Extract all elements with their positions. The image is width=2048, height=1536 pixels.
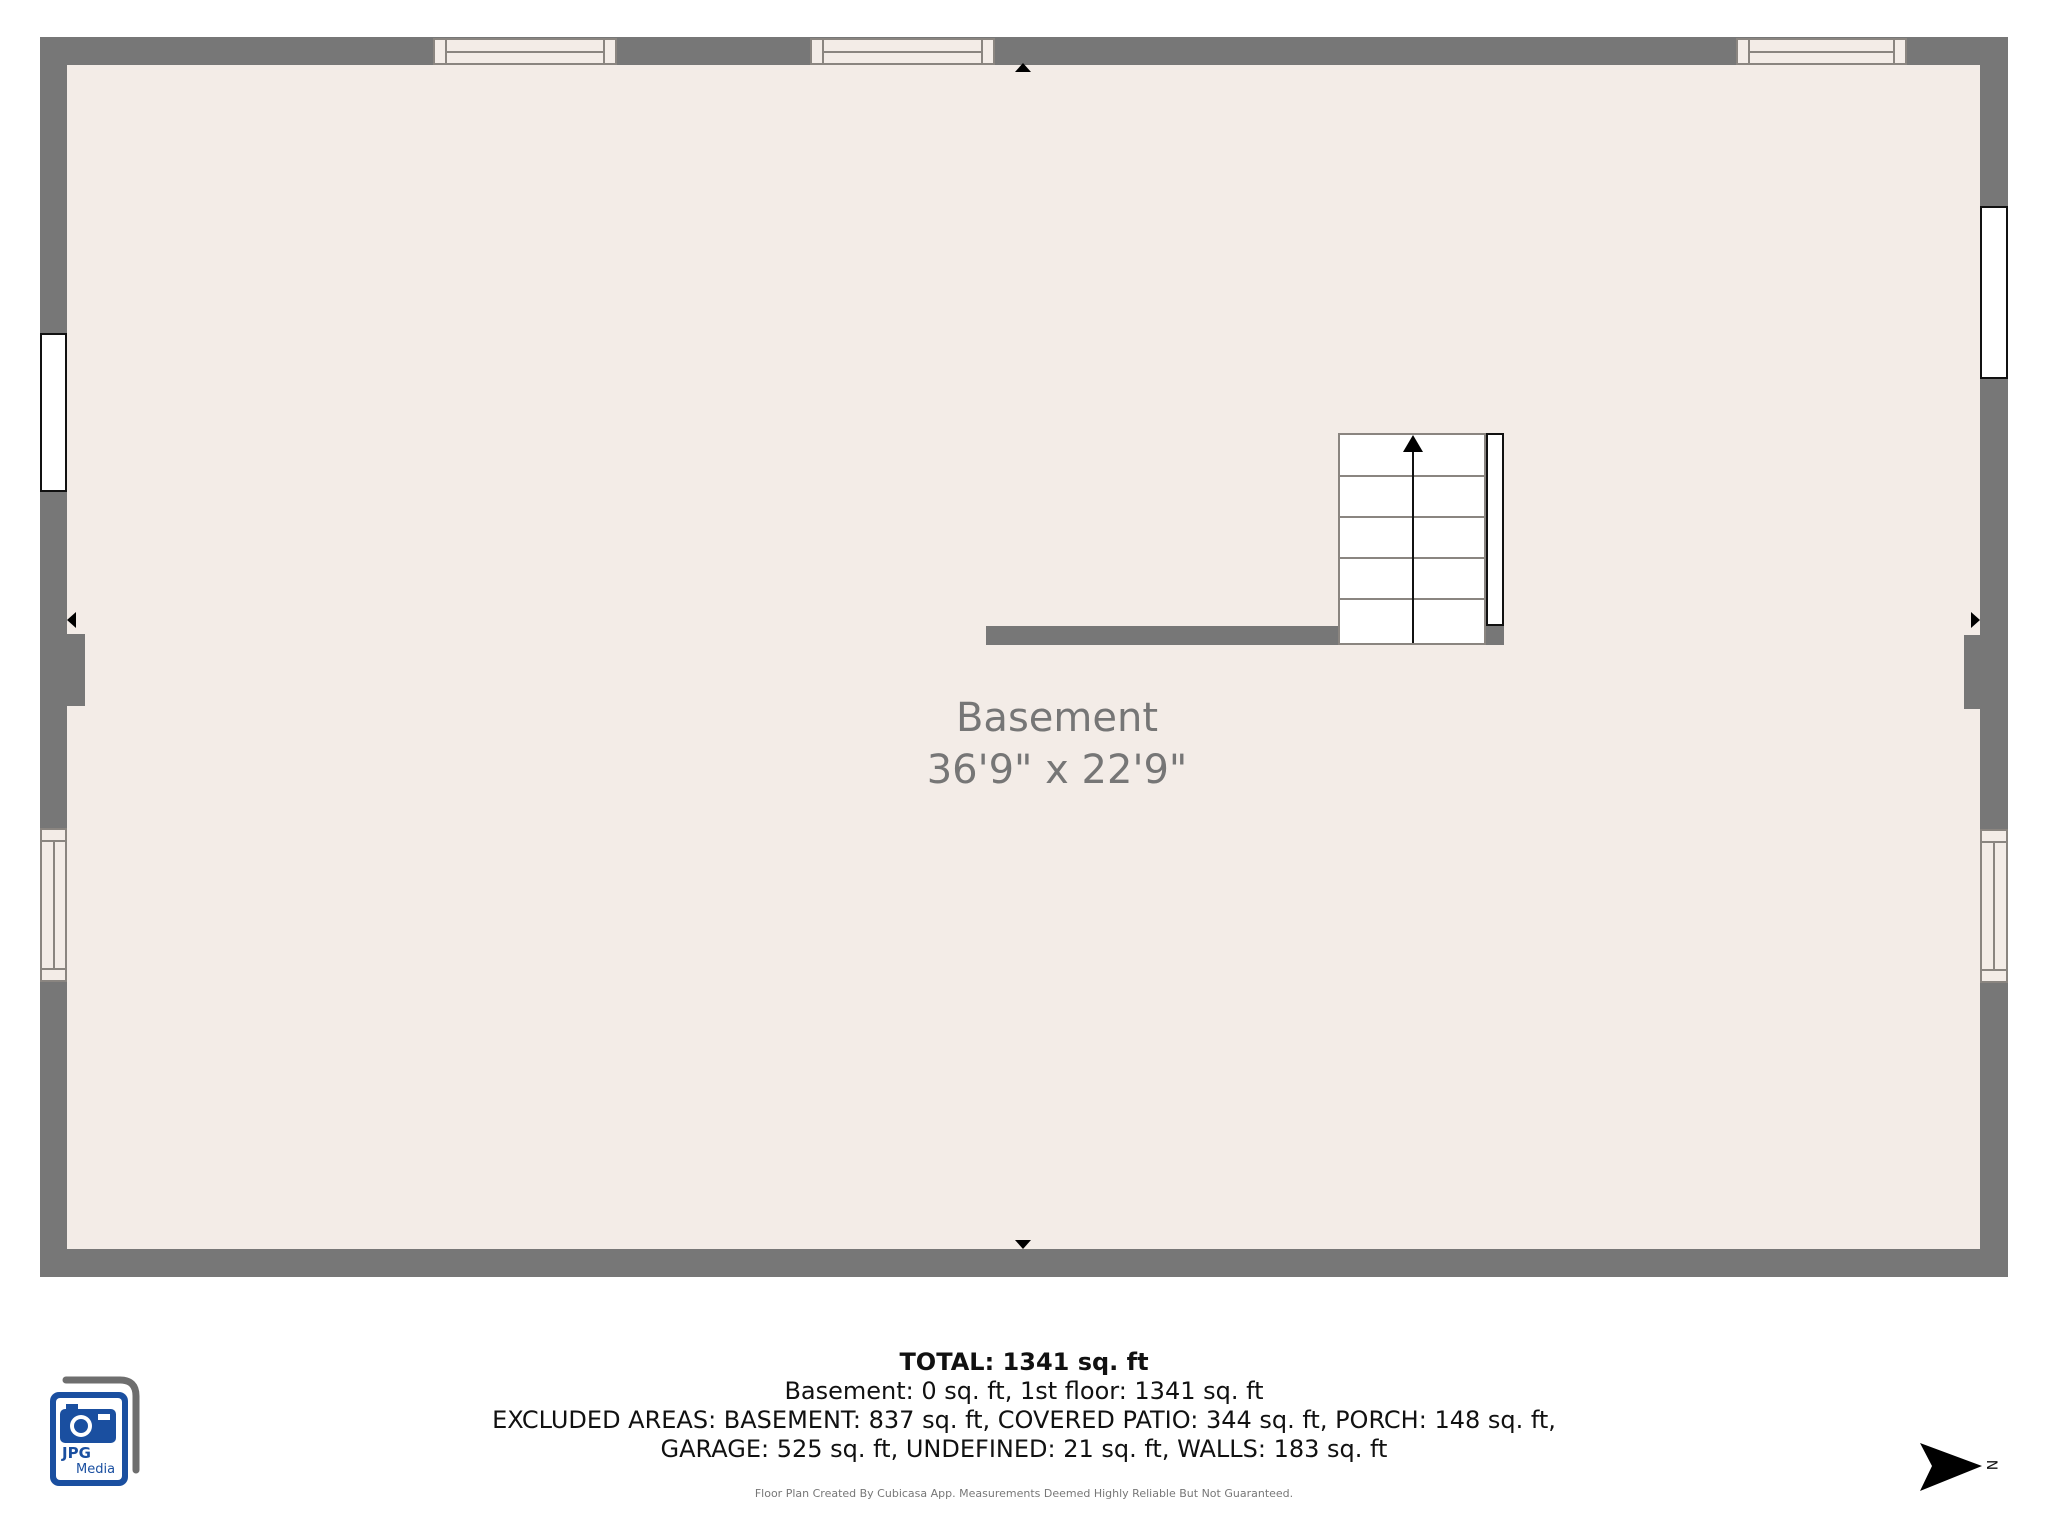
opening-left <box>40 333 67 492</box>
room-label: Basement 36'9" x 22'9" <box>857 692 1257 796</box>
section-marker-left-icon <box>67 612 76 628</box>
opening-right <box>1980 206 2008 379</box>
credit-disclaimer: Floor Plan Created By Cubicasa App. Meas… <box>754 1487 1294 1500</box>
compass-north-label: N <box>1983 1459 2000 1471</box>
logo-text-media: Media <box>76 1462 116 1477</box>
logo-text-jpg: JPG <box>62 1444 91 1462</box>
area-summary: TOTAL: 1341 sq. ft Basement: 0 sq. ft, 1… <box>424 1348 1624 1464</box>
stair-railing <box>1486 433 1504 626</box>
pillar-right <box>1964 635 1980 709</box>
room-dimensions: 36'9" x 22'9" <box>926 747 1188 793</box>
section-marker-top-icon <box>1015 63 1031 72</box>
staircase <box>1338 433 1486 645</box>
section-marker-right-icon <box>1971 612 1980 628</box>
total-area: TOTAL: 1341 sq. ft <box>899 1348 1149 1376</box>
pillar-left <box>67 634 85 706</box>
excluded-areas-line-2: GARAGE: 525 sq. ft, UNDEFINED: 21 sq. ft… <box>660 1435 1388 1463</box>
excluded-areas-line-1: EXCLUDED AREAS: BASEMENT: 837 sq. ft, CO… <box>492 1406 1556 1434</box>
logo-back-card-icon <box>62 1376 140 1474</box>
basement-floor <box>67 65 1980 1249</box>
camera-icon <box>60 1404 116 1443</box>
stair-up-arrow-icon <box>1403 435 1423 452</box>
jpg-media-logo: JPG Media <box>48 1376 140 1488</box>
compass: N <box>1918 1440 2008 1494</box>
floor-areas: Basement: 0 sq. ft, 1st floor: 1341 sq. … <box>784 1377 1264 1405</box>
north-arrow-icon <box>1920 1443 1982 1491</box>
window-right <box>1980 829 2008 983</box>
window-left <box>40 828 67 982</box>
window-top-2 <box>810 38 995 65</box>
floor-plan: Basement 36'9" x 22'9" <box>40 37 2008 1277</box>
window-top-1 <box>433 38 617 65</box>
window-top-3 <box>1736 38 1907 65</box>
logo-card: JPG Media <box>50 1392 128 1486</box>
stair-direction-line <box>1412 449 1414 643</box>
section-marker-bottom-icon <box>1015 1240 1031 1249</box>
room-name: Basement <box>955 695 1158 741</box>
